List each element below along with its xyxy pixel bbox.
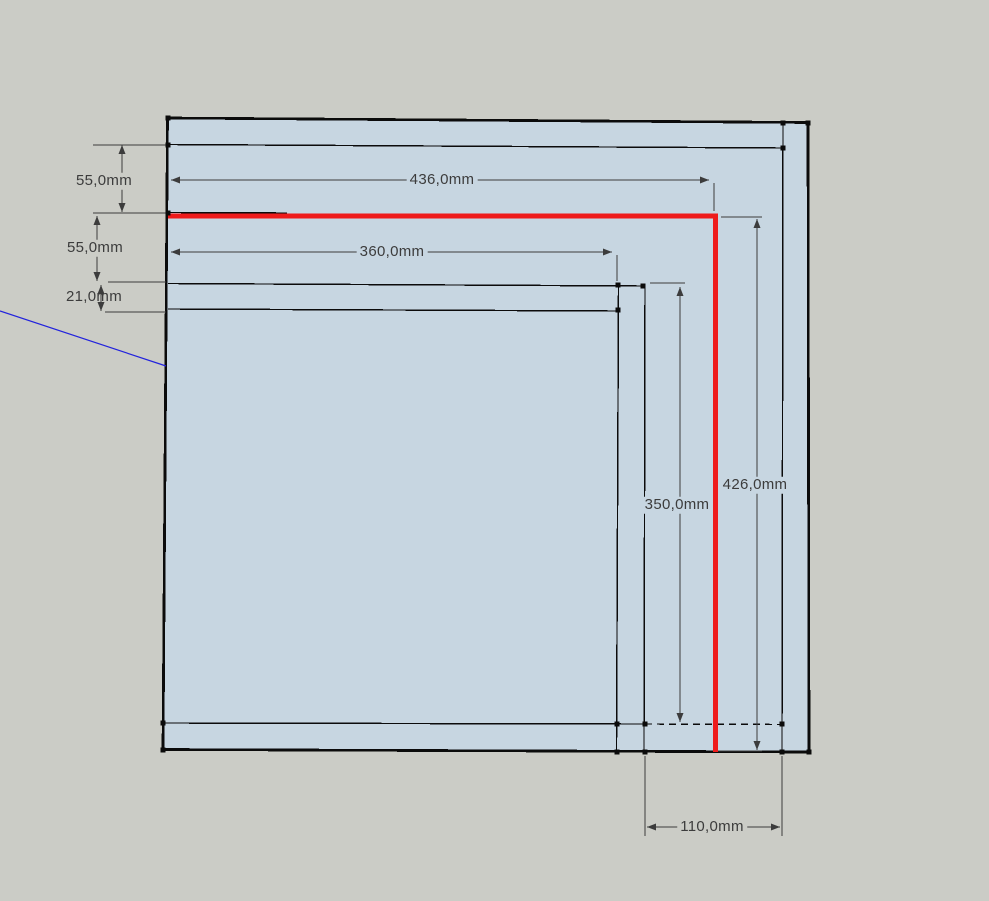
vertex-marker (614, 749, 620, 755)
arrow-left-icon (647, 823, 656, 831)
dim-label-bottom-width[interactable]: 110,0mm (677, 818, 747, 836)
dimension-bottom-width[interactable] (644, 756, 783, 836)
dim-label-inner-width[interactable]: 360,0mm (356, 243, 428, 261)
inner-edge-bottom-solid[interactable] (162, 722, 646, 725)
blue-axis-line[interactable] (0, 310, 167, 367)
dim-label-inner-height[interactable]: 350,0mm (641, 496, 713, 514)
vertex-markers (160, 115, 812, 755)
vertex-marker (615, 282, 621, 288)
inner-edge-vertical-1[interactable] (615, 285, 620, 753)
vertex-marker (780, 145, 786, 151)
vertex-marker (640, 283, 646, 289)
vertex-marker (642, 749, 648, 755)
vertex-marker (780, 120, 786, 126)
arrow-down-icon (753, 741, 761, 750)
arrow-up-icon (118, 145, 126, 154)
vertex-marker (160, 720, 166, 726)
arrow-up-icon (753, 219, 761, 228)
inner-edge-shelf-upper[interactable] (167, 282, 646, 287)
vertex-marker (165, 115, 171, 121)
inner-edge-bottom-dashed[interactable] (644, 723, 783, 726)
inner-edge-right[interactable] (781, 122, 784, 753)
vertex-marker (805, 120, 811, 126)
arrow-right-icon (771, 823, 780, 831)
panel-inner-edges[interactable] (162, 122, 784, 753)
vertex-marker (642, 721, 648, 727)
arrow-left-icon (171, 248, 180, 256)
arrow-down-icon (97, 302, 105, 311)
dim-label-top-offset[interactable]: 55,0mm (73, 172, 135, 190)
vertex-marker (779, 721, 785, 727)
vertex-marker (615, 307, 621, 313)
inner-edge-vertical-2[interactable] (643, 286, 646, 753)
edge-stub-above-red[interactable] (167, 211, 288, 214)
vertex-marker (160, 747, 166, 753)
arrow-up-icon (676, 287, 684, 296)
vertex-marker (165, 142, 171, 148)
arrow-left-icon (171, 176, 180, 184)
arrow-up-icon (93, 216, 101, 225)
dim-label-red-height[interactable]: 426,0mm (719, 476, 791, 494)
dim-label-small-offset[interactable]: 21,0mm (66, 287, 122, 305)
vertex-marker (779, 749, 785, 755)
arrow-right-icon (700, 176, 709, 184)
red-profile[interactable] (168, 213, 718, 752)
red-profile-line[interactable] (168, 213, 718, 752)
vertex-marker (806, 749, 812, 755)
vertex-marker (165, 210, 171, 216)
inner-edge-top[interactable] (167, 143, 784, 149)
arrow-down-icon (118, 203, 126, 212)
arrow-down-icon (93, 272, 101, 281)
dim-label-mid-offset[interactable]: 55,0mm (64, 239, 126, 257)
vertex-marker (614, 721, 620, 727)
dim-label-red-width[interactable]: 436,0mm (406, 171, 478, 189)
inner-edge-shelf-lower[interactable] (167, 308, 619, 312)
arrow-right-icon (603, 248, 612, 256)
arrow-down-icon (676, 713, 684, 722)
arrow-up-icon (97, 285, 105, 294)
